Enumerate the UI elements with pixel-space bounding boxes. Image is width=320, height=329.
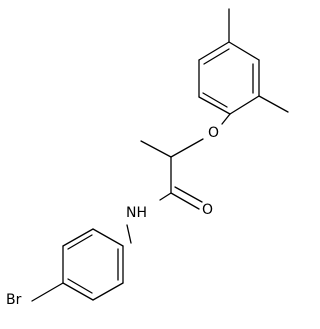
bond bbox=[202, 92, 228, 108]
structure-canvas: O O NH Br bbox=[6, 8, 289, 308]
carbonyl-oxygen-label: O bbox=[202, 202, 213, 218]
methyl-bond-ortho bbox=[258, 95, 289, 113]
ether-oxygen-label: O bbox=[208, 125, 219, 141]
carbonyl-double-bond bbox=[174, 186, 203, 203]
bond bbox=[228, 41, 260, 61]
aryl-ether-bond bbox=[221, 113, 231, 125]
bromine-bond bbox=[31, 282, 64, 302]
bond bbox=[198, 96, 231, 115]
bromine-label: Br bbox=[6, 292, 22, 308]
bond bbox=[92, 282, 124, 301]
bond bbox=[67, 234, 93, 250]
ether-ch-bond bbox=[170, 138, 204, 158]
carbonyl-double-bond bbox=[170, 192, 200, 210]
n-aryl-bond bbox=[126, 224, 132, 244]
bromophenyl-ring bbox=[62, 228, 124, 301]
dimethylphenyl-ring bbox=[198, 41, 260, 115]
amide-nh-label: NH bbox=[126, 205, 147, 221]
bond bbox=[229, 95, 260, 115]
structure-drawing: O O NH Br bbox=[6, 8, 289, 308]
bond bbox=[62, 228, 94, 247]
bond bbox=[198, 41, 230, 61]
bond bbox=[62, 282, 94, 301]
amide-bond bbox=[159, 192, 172, 201]
bond bbox=[67, 278, 93, 294]
bond bbox=[203, 48, 230, 65]
ch-methyl-bond bbox=[140, 140, 172, 158]
bond bbox=[92, 228, 124, 247]
